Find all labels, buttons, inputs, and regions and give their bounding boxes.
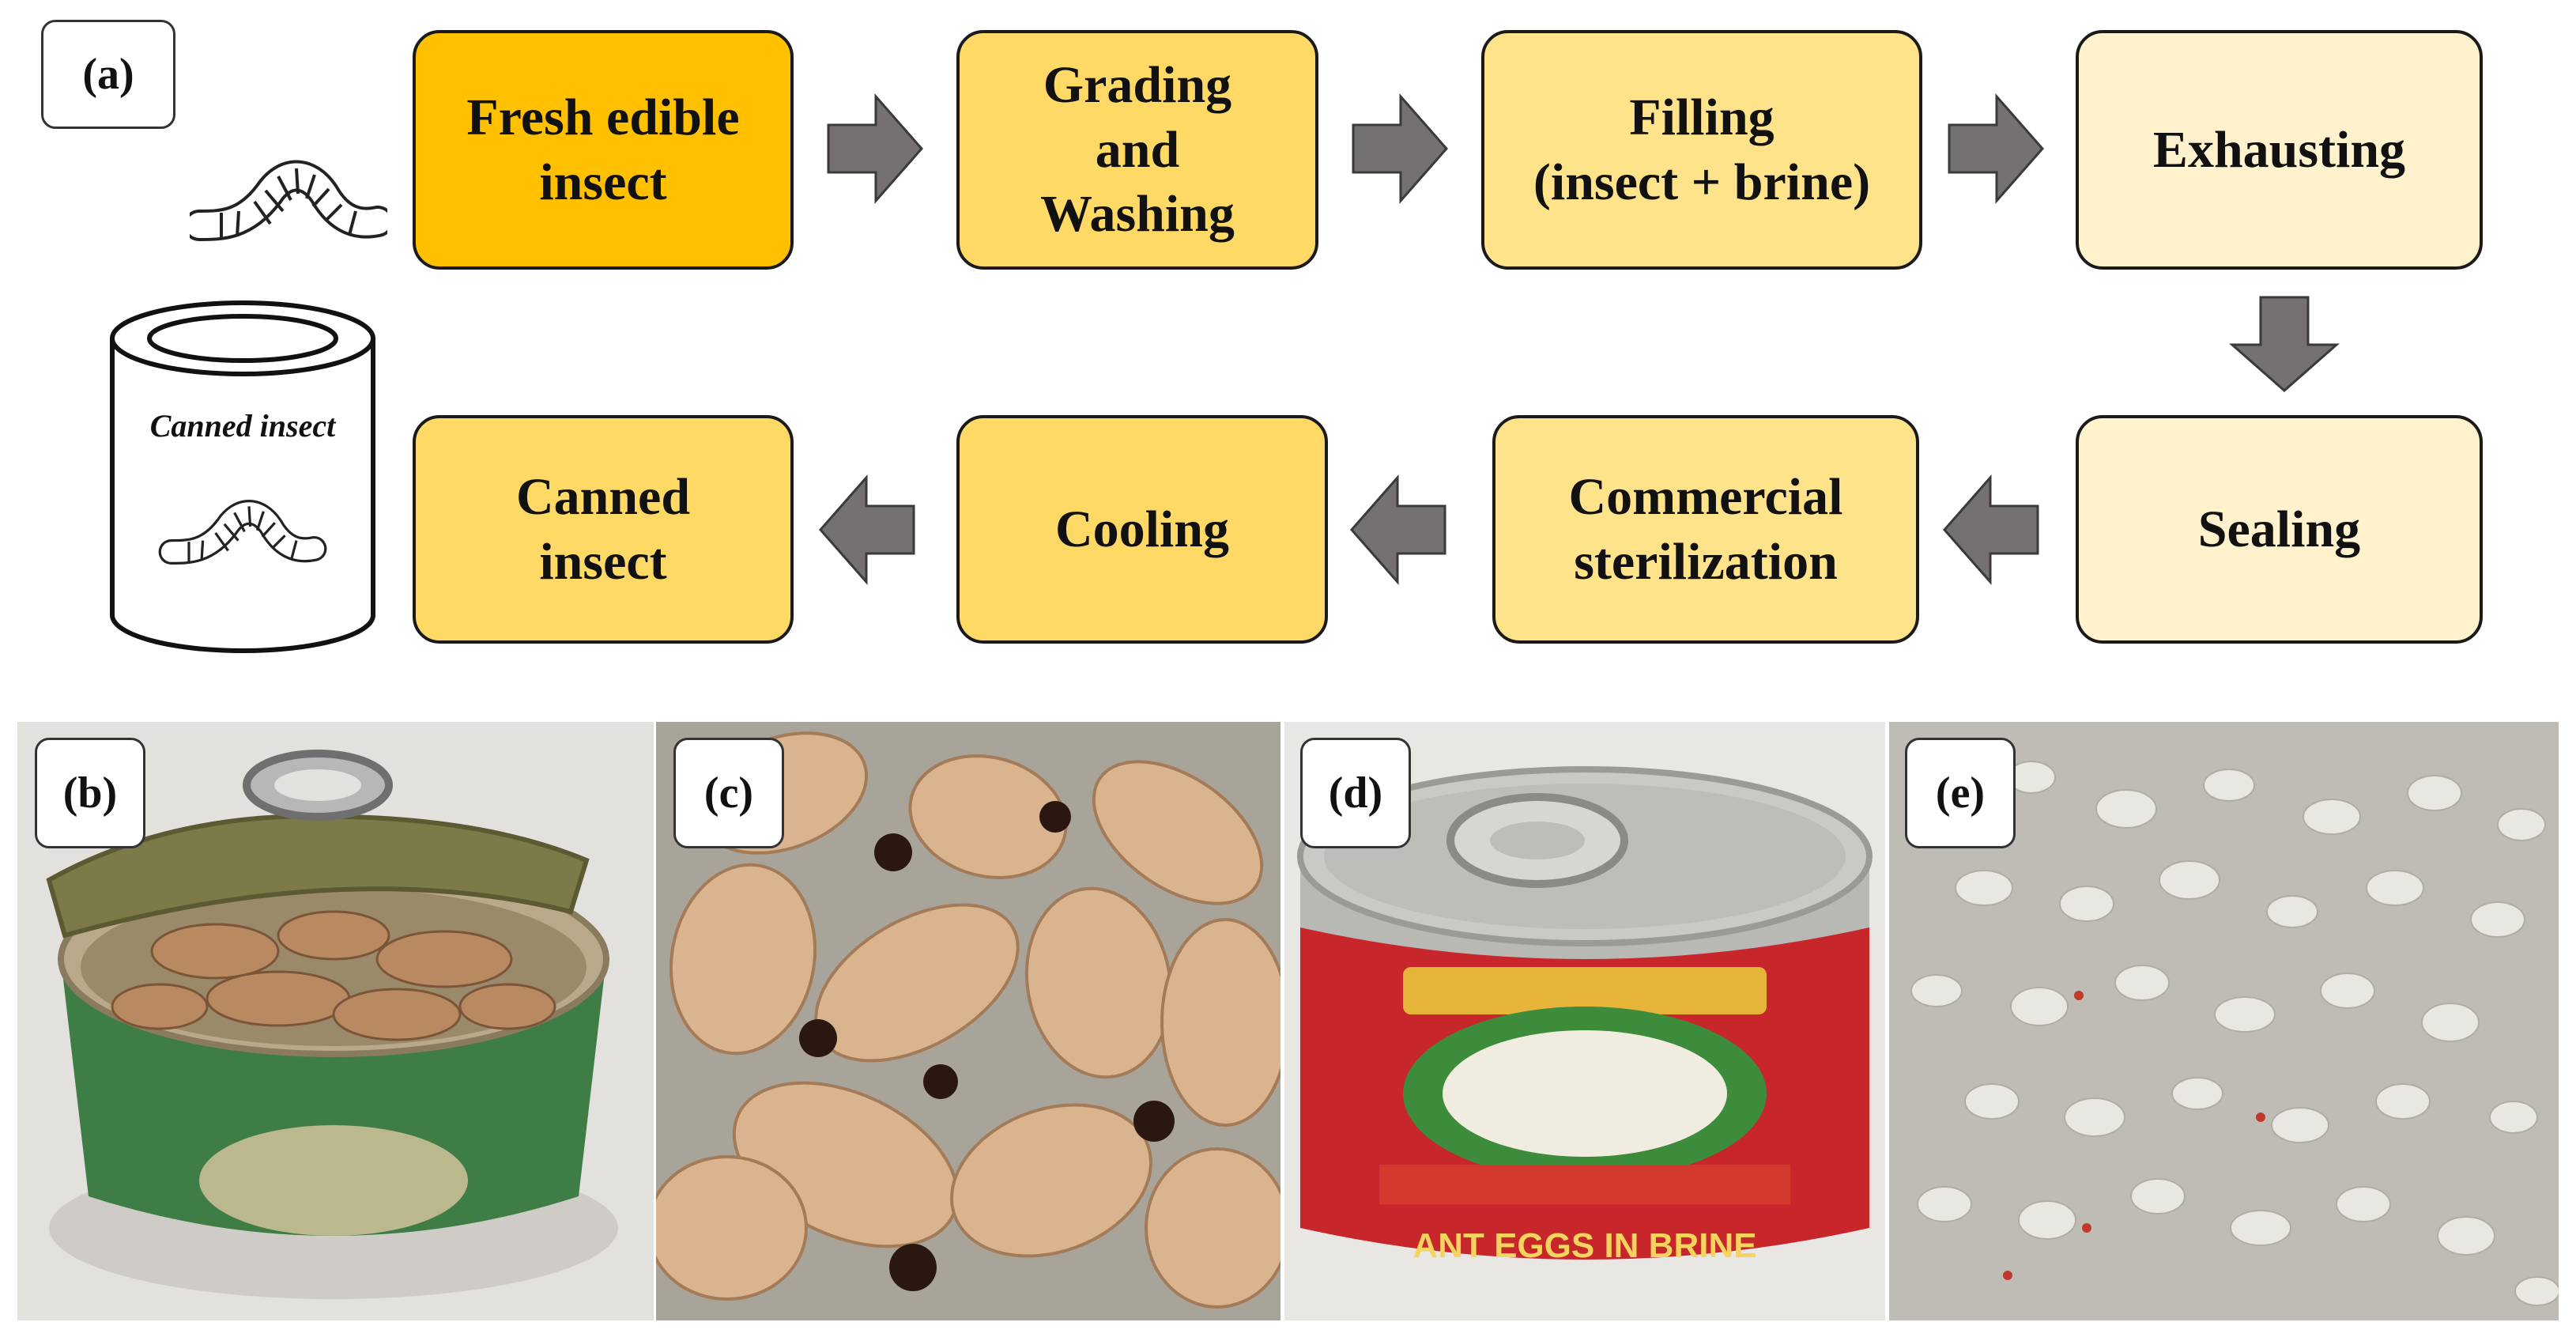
can-label: Canned insect	[149, 408, 336, 444]
step-commercial-sterilization: Commercial sterilization	[1492, 415, 1919, 644]
photo-c-larvae-in-brine: (c)	[656, 722, 1280, 1320]
arrow-right-icon	[827, 93, 923, 204]
step-canned-insect: Canned insect	[413, 415, 794, 644]
arrow-left-icon	[1943, 474, 2039, 585]
panel-label-c: (c)	[673, 738, 784, 848]
worm-icon	[190, 160, 387, 241]
arrow-left-icon	[819, 474, 915, 585]
panel-label-b: (b)	[35, 738, 145, 848]
step-fresh-edible-insect: Fresh edible insect	[413, 30, 794, 270]
panel-label-a: (a)	[41, 20, 175, 129]
panel-label-d: (d)	[1300, 738, 1411, 848]
step-sealing: Sealing	[2076, 415, 2483, 644]
arrow-right-icon	[1352, 93, 1448, 204]
step-filling: Filling (insect + brine)	[1481, 30, 1922, 270]
arrow-left-icon	[1350, 474, 1446, 585]
photo-e-ant-eggs-brine: (e)	[1889, 722, 2559, 1320]
panel-label-e: (e)	[1905, 738, 2016, 848]
can-text: ANT EGGS IN BRINE	[1412, 1226, 1757, 1265]
photo-d-ant-eggs-can: ANT EGGS IN BRINE (d)	[1284, 722, 1885, 1320]
step-grading-washing: Grading and Washing	[956, 30, 1318, 270]
step-cooling: Cooling	[956, 415, 1328, 644]
photo-b-opened-can: (b)	[17, 722, 654, 1320]
arrow-right-icon	[1948, 93, 2044, 204]
step-exhausting: Exhausting	[2076, 30, 2483, 270]
arrow-down-icon	[2229, 296, 2340, 392]
can-icon	[110, 300, 375, 653]
